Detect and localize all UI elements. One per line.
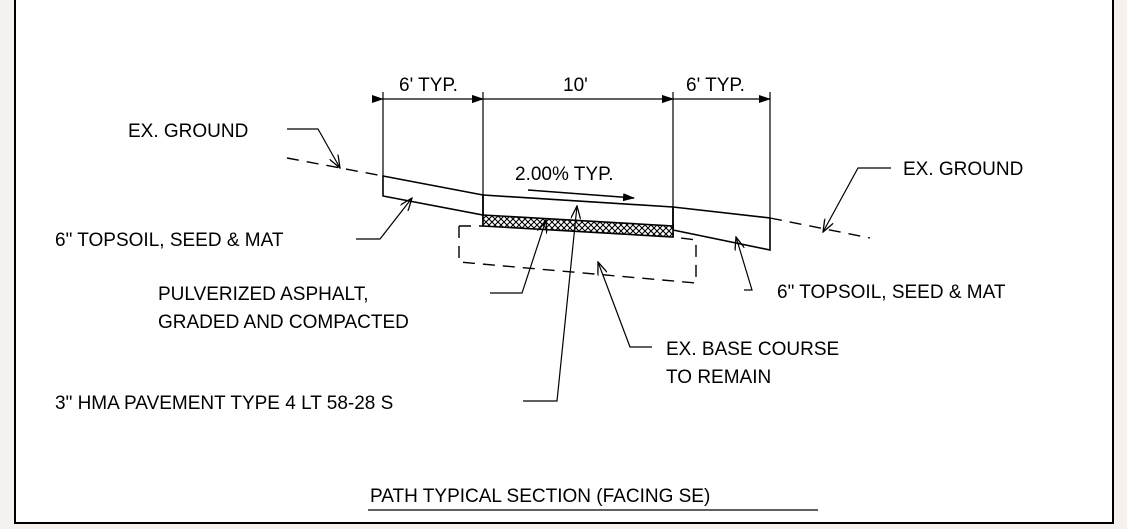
pulverized-label-line2: GRADED AND COMPACTED [158,312,409,333]
pulverized-label-line1: PULVERIZED ASPHALT, [158,284,368,305]
topsoil-right-label: 6" TOPSOIL, SEED & MAT [777,282,1006,303]
hma-pavement-layer [482,214,674,238]
base-course-label-line1: EX. BASE COURSE [666,339,839,360]
dim-left-label: 6' TYP. [399,75,458,96]
hma-label: 3" HMA PAVEMENT TYPE 4 LT 58-28 S [55,393,393,414]
topsoil-right-shape [672,206,771,251]
topsoil-left-label: 6" TOPSOIL, SEED & MAT [55,230,284,251]
ex-ground-right-line [769,217,871,239]
section-title: PATH TYPICAL SECTION (FACING SE) [370,486,710,507]
ex-base-course-outline [458,226,697,284]
dimension-lines [372,92,771,218]
slope-label: 2.00% TYP. [515,164,614,185]
ex-ground-left-line [286,157,384,177]
slope-arrow [527,189,635,202]
drawing-sheet [14,0,1114,524]
ex-ground-left-label: EX. GROUND [128,121,248,142]
base-course-label-line2: TO REMAIN [666,367,771,388]
dim-path-label: 10' [563,75,588,96]
dim-right-label: 6' TYP. [686,75,745,96]
path-surface-line [482,194,674,208]
topsoil-left-shape [382,175,484,216]
ex-ground-right-label: EX. GROUND [903,159,1023,180]
callout-leaders [287,128,891,402]
